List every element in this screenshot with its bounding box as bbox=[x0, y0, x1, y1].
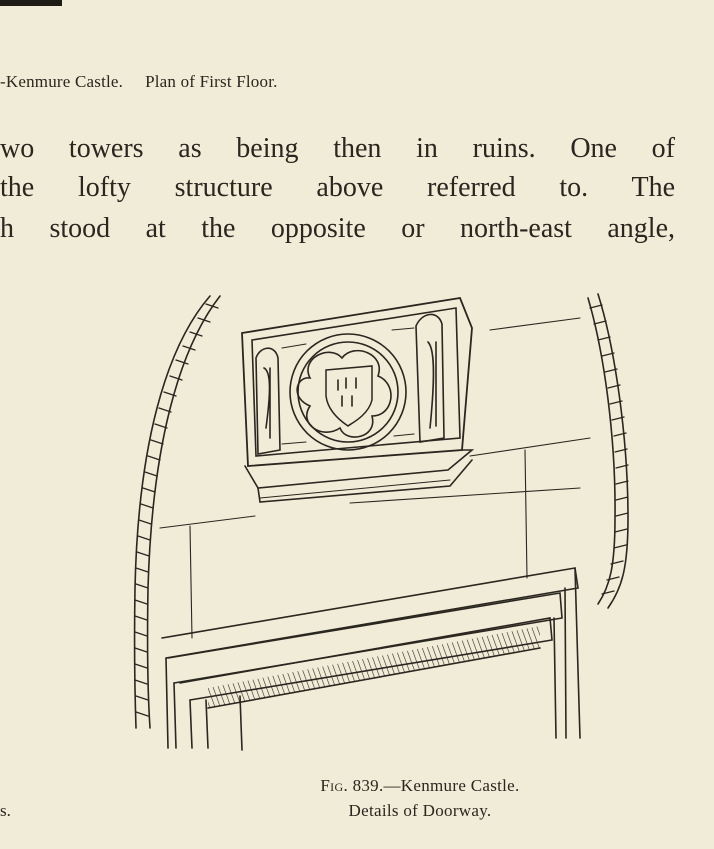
figure-caption-line-1: Fig. 839.—Kenmure Castle. bbox=[250, 776, 590, 796]
left-rope-moulding bbox=[133, 295, 211, 729]
body-text-line-3: h stood at the opposite or north-east an… bbox=[0, 213, 675, 244]
left-caption-fragment: s. bbox=[0, 801, 11, 820]
doorway-lintel-mouldings bbox=[161, 567, 581, 751]
left-rope-twists bbox=[134, 303, 219, 717]
doorway-illustration bbox=[133, 293, 629, 751]
fig-label: Fig. bbox=[320, 776, 348, 795]
right-rope-moulding bbox=[597, 293, 629, 609]
caption-plan-part2: Plan of First Floor. bbox=[145, 72, 278, 91]
fig-number-title: 839.—Kenmure Castle. bbox=[352, 776, 520, 795]
body-text-line-2: the lofty structure above referred to. T… bbox=[0, 172, 675, 203]
body-text-line-1: wo towers as being then in ruins. One of bbox=[0, 133, 675, 164]
figure-caption-line-2: Details of Doorway. bbox=[348, 801, 492, 820]
carved-heraldic-panel bbox=[241, 296, 475, 503]
figure-caption-plan: -Kenmure Castle. Plan of First Floor. bbox=[0, 72, 278, 92]
caption-plan-part1: -Kenmure Castle. bbox=[0, 72, 124, 91]
masonry-joints bbox=[159, 317, 591, 639]
top-edge-block bbox=[0, 0, 62, 6]
